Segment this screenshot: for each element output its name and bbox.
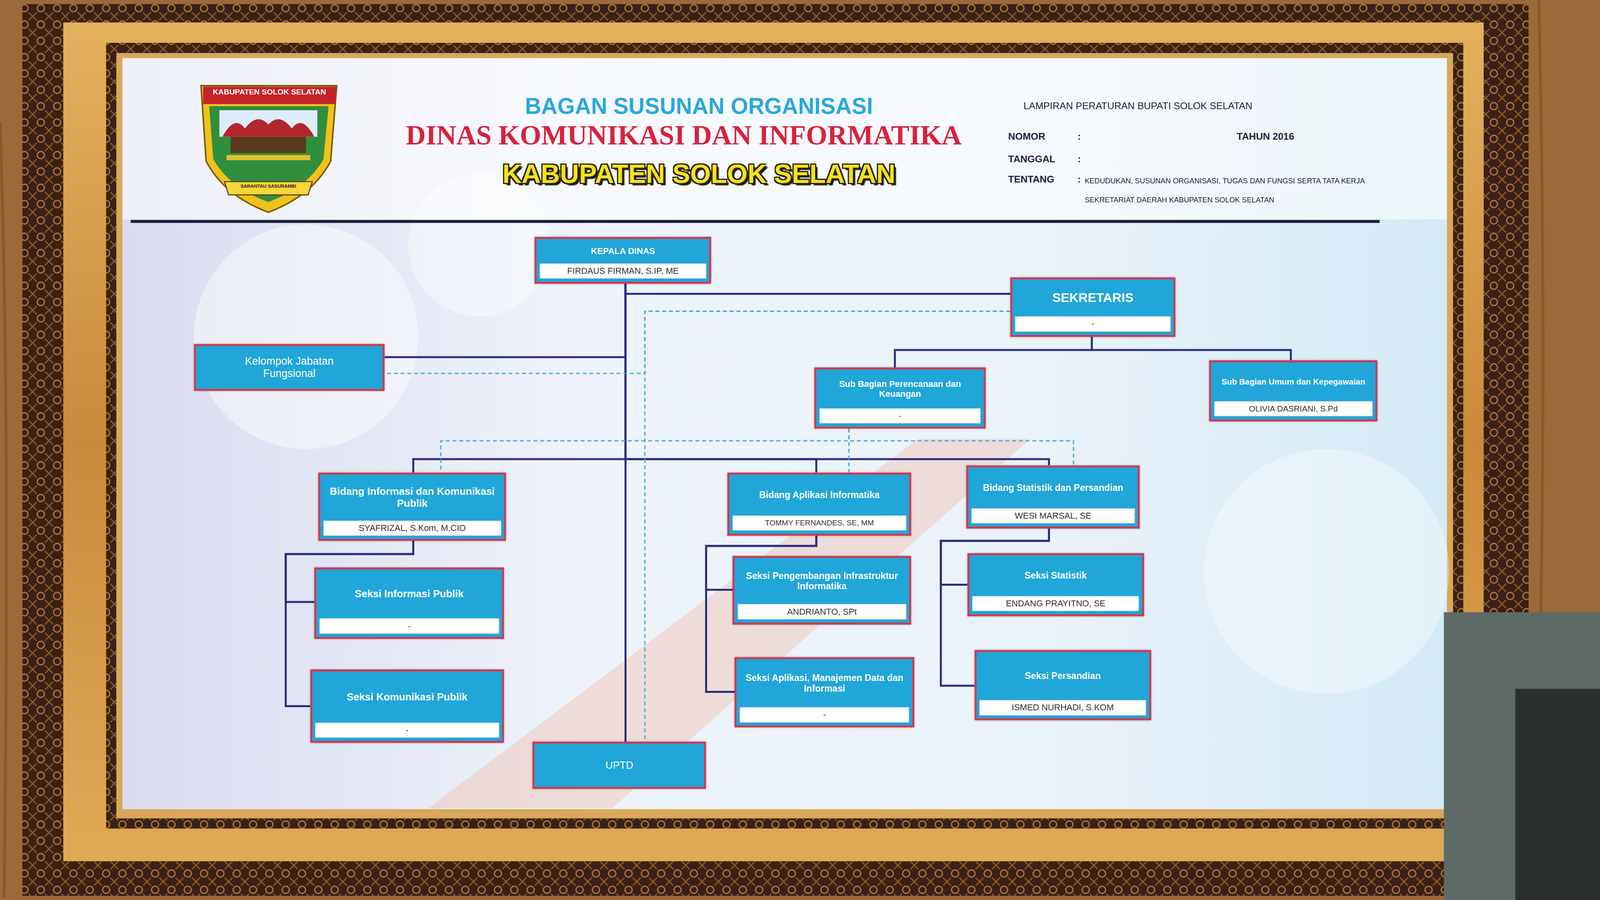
cabinet-window xyxy=(1515,688,1600,900)
officer-name: WESI MARSAL, SE xyxy=(971,508,1135,524)
connector xyxy=(384,283,626,358)
box-heading: Seksi Statistik xyxy=(969,555,1143,597)
header-text: KEDUDUKAN, SUSUNAN ORGANISASI, TUGAS DAN… xyxy=(1084,171,1371,210)
header-text: : xyxy=(1077,130,1086,143)
header-text: TAHUN 2016 xyxy=(1236,130,1339,143)
box-heading: Seksi Pengembangan Infrastruktur Informa… xyxy=(734,557,910,604)
box-heading: Seksi Komunikasi Publik xyxy=(312,671,503,723)
header-text: LAMPIRAN PERATURAN BUPATI SOLOK SELATAN xyxy=(1023,100,1330,112)
cabinet xyxy=(1444,612,1600,900)
org-box: Bidang Informasi dan Komunikasi PublikSY… xyxy=(318,472,506,541)
org-box: SEKRETARIS- xyxy=(1010,277,1176,337)
dashed-connector xyxy=(440,428,849,473)
org-box: Seksi PersandianISMED NURHADI, S.KOM xyxy=(974,650,1152,721)
officer-name: - xyxy=(319,618,500,634)
officer-name: - xyxy=(1015,316,1171,332)
dashed-connector xyxy=(848,428,850,473)
officer-name: - xyxy=(739,707,910,723)
box-heading: Sub Bagian Umum dan Kepegawaian xyxy=(1211,362,1376,402)
box-heading: Bidang Statistik dan Persandian xyxy=(968,467,1138,509)
panel-glow xyxy=(1203,448,1449,694)
logo-house xyxy=(230,136,306,154)
org-box: Kelompok Jabatan Fungsional xyxy=(194,344,385,391)
box-heading: Bidang Informasi dan Komunikasi Publik xyxy=(320,474,504,521)
logo-roof xyxy=(222,119,315,137)
org-box: Bidang Aplikasi InformatikaTOMMY FERNAND… xyxy=(727,472,912,536)
box-heading: Seksi Persandian xyxy=(976,651,1150,700)
officer-name: FIRDAUS FIRMAN, S.IP, ME xyxy=(539,263,706,279)
officer-name: ISMED NURHADI, S.KOM xyxy=(979,700,1146,716)
header-text: KABUPATEN SOLOK SELATAN xyxy=(203,87,336,97)
connector xyxy=(625,283,1049,466)
officer-name: ENDANG PRAYITNO, SE xyxy=(972,596,1139,612)
logo-field xyxy=(209,105,329,202)
panel-glow xyxy=(194,224,419,450)
org-box: Seksi Komunikasi Publik- xyxy=(310,669,505,743)
header-text: DINAS KOMUNIKASI DAN INFORMATIKA xyxy=(336,120,1031,151)
connector xyxy=(413,283,626,473)
logo-band xyxy=(203,86,336,105)
box-heading: SEKRETARIS xyxy=(1012,279,1174,317)
inner-ornate-frame xyxy=(105,42,1464,829)
org-box: Seksi StatistikENDANG PRAYITNO, SE xyxy=(967,553,1145,617)
connector xyxy=(894,336,1092,368)
ornate-frame xyxy=(22,3,1529,896)
org-box: Seksi Informasi Publik- xyxy=(314,567,504,639)
header-text: TANGGAL xyxy=(1008,153,1080,165)
box-heading: Seksi Aplikasi, Manajemen Data dan Infor… xyxy=(736,659,913,708)
box-heading: UPTD xyxy=(534,743,704,787)
org-box: Sub Bagian Perencanaan dan Keuangan- xyxy=(814,367,986,429)
dashed-connector xyxy=(644,311,1011,742)
connector xyxy=(624,283,627,743)
box-heading: Sub Bagian Perencanaan dan Keuangan xyxy=(816,369,984,409)
header-text: : xyxy=(1077,173,1086,185)
org-box: Seksi Pengembangan Infrastruktur Informa… xyxy=(732,555,912,625)
connector xyxy=(625,283,817,473)
connector xyxy=(625,283,1010,295)
header-area xyxy=(122,58,1448,220)
chart-title: BAGAN SUSUNAN ORGANISASI xyxy=(438,94,960,119)
logo-shield xyxy=(201,85,337,213)
logo-sky xyxy=(219,110,318,137)
org-box: Seksi Aplikasi, Manajemen Data dan Infor… xyxy=(734,657,915,728)
header-text: TENTANG xyxy=(1008,173,1080,185)
org-box: UPTD xyxy=(532,741,706,789)
officer-name: TOMMY FERNANDES, SE, MM xyxy=(732,515,906,531)
gold-frame xyxy=(63,22,1484,862)
box-heading: KEPALA DINAS xyxy=(536,238,710,264)
box-heading: Bidang Aplikasi Informatika xyxy=(729,474,910,516)
box-heading: Seksi Informasi Publik xyxy=(316,569,502,619)
officer-name: SYAFRIZAL, S.Kom, M.CIO xyxy=(323,520,502,537)
header-rule xyxy=(130,219,1380,224)
org-box: Bidang Statistik dan PersandianWESI MARS… xyxy=(966,465,1140,529)
officer-name: - xyxy=(819,408,981,424)
connector xyxy=(1091,336,1291,361)
wood-grain xyxy=(0,0,1543,899)
chart-panel xyxy=(122,58,1448,810)
gold-line xyxy=(116,53,1454,819)
org-box: Sub Bagian Umum dan KepegawaianOLIVIA DA… xyxy=(1209,360,1378,422)
box-heading: Kelompok Jabatan Fungsional xyxy=(196,346,383,389)
org-box: KEPALA DINASFIRDAUS FIRMAN, S.IP, ME xyxy=(534,236,712,284)
header-text: SARANTAU SASURAMBI xyxy=(226,183,311,189)
logo-base xyxy=(226,155,311,161)
header-text: : xyxy=(1077,153,1086,165)
dashed-connector xyxy=(384,311,1010,374)
header-text: NOMOR xyxy=(1008,130,1080,143)
dashed-connector xyxy=(848,428,1074,466)
officer-name: ANDRIANTO, SPt xyxy=(737,603,907,620)
logo-ribbon xyxy=(224,181,313,195)
header-text: KABUPATEN SOLOK SELATAN xyxy=(408,159,991,189)
officer-name: - xyxy=(315,722,499,739)
officer-name: OLIVIA DASRIANI, S.Pd xyxy=(1214,401,1373,417)
